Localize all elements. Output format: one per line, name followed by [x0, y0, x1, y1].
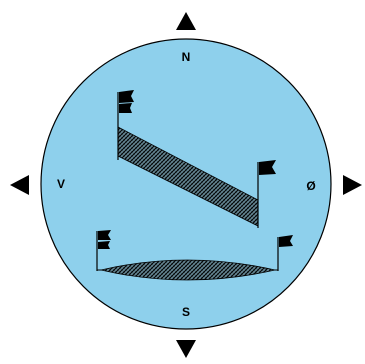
north-label: N: [182, 50, 191, 64]
south-label: S: [182, 305, 190, 319]
triangle-up-icon: [176, 12, 196, 30]
triangle-right-icon: [343, 175, 362, 195]
triangle-down-icon: [176, 340, 196, 358]
east-label: Ø: [306, 179, 315, 193]
west-label: V: [57, 177, 65, 191]
triangle-left-icon: [10, 175, 29, 195]
